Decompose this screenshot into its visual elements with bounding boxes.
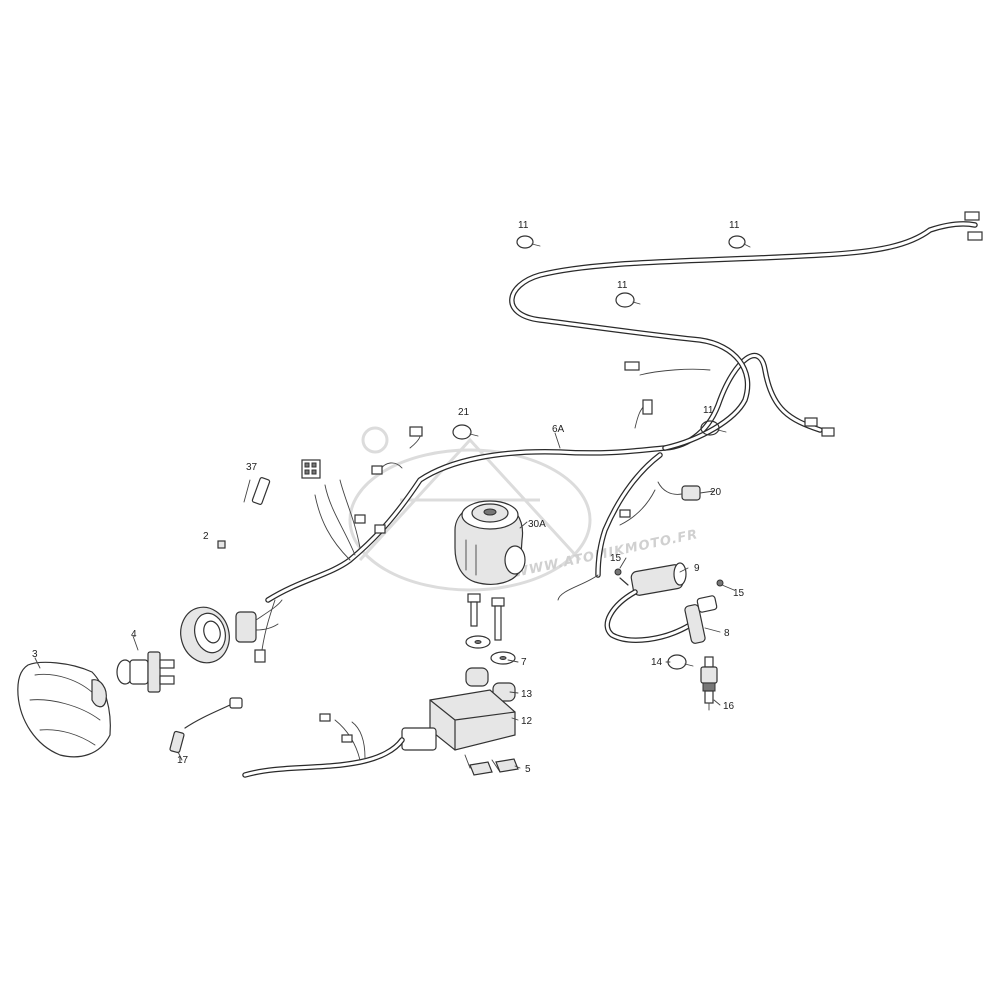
connector-small xyxy=(619,509,631,518)
connector-small xyxy=(374,524,386,534)
callout-3: 3 xyxy=(32,649,38,660)
mounting-clips xyxy=(469,758,519,776)
callout-9: 9 xyxy=(694,563,700,574)
callout-14: 14 xyxy=(651,657,663,668)
callout-20: 20 xyxy=(710,487,722,498)
sensor xyxy=(169,697,243,761)
connector-small xyxy=(371,465,383,475)
screw xyxy=(614,568,622,576)
callout-5: 5 xyxy=(525,764,531,775)
ignition-coil xyxy=(614,562,724,601)
callout-16: 16 xyxy=(723,701,735,712)
callout-11: 11 xyxy=(729,220,740,231)
cable-tie-21 xyxy=(452,424,472,440)
callout-21: 21 xyxy=(458,407,470,418)
callout-11: 11 xyxy=(518,220,529,231)
connector-small xyxy=(354,514,366,524)
cable-tie-11 xyxy=(700,420,720,436)
cable-tie-11 xyxy=(516,235,534,249)
main-wiring-harness xyxy=(261,221,978,651)
connector-small xyxy=(624,361,640,371)
cable-tie-14 xyxy=(667,654,687,670)
relay xyxy=(657,481,701,501)
connector-small xyxy=(821,427,835,437)
connector-small xyxy=(804,417,818,427)
ignition-switch xyxy=(454,500,526,585)
callout-8: 8 xyxy=(724,628,730,639)
callout-12: 12 xyxy=(521,716,533,727)
connector-small xyxy=(409,426,423,437)
bolts xyxy=(467,593,505,641)
callout-13: 13 xyxy=(521,689,533,700)
cable-tie-11 xyxy=(728,235,746,249)
screw xyxy=(716,579,724,587)
leader-lines xyxy=(34,432,735,769)
callout-6a: 6A xyxy=(552,424,565,435)
connector-small xyxy=(964,211,980,221)
callout-11: 11 xyxy=(703,405,714,416)
washers xyxy=(465,635,516,665)
fuse xyxy=(243,477,271,505)
connector-small xyxy=(254,649,266,663)
bulb-holder-plug xyxy=(235,599,283,643)
callout-2: 2 xyxy=(203,531,209,542)
callout-15: 15 xyxy=(733,588,745,599)
small-clip xyxy=(217,540,226,549)
connector-small xyxy=(642,399,653,415)
callout-30a: 30A xyxy=(528,519,546,530)
cdi-unit xyxy=(401,689,516,773)
headlight-bulb xyxy=(116,651,175,693)
callout-15: 15 xyxy=(610,553,622,564)
cable-ties xyxy=(452,235,751,670)
headlight xyxy=(17,661,111,758)
cable-tie-11 xyxy=(615,292,635,308)
spark-plug xyxy=(700,656,718,711)
callout-7: 7 xyxy=(521,657,527,668)
callout-17: 17 xyxy=(177,755,189,766)
callout-11: 11 xyxy=(617,280,628,291)
grommets xyxy=(465,667,516,702)
connector-small xyxy=(967,231,983,241)
callout-37: 37 xyxy=(246,462,258,473)
ht-lead xyxy=(604,589,718,644)
headlight-socket xyxy=(180,606,230,664)
callout-labels: 11 11 11 11 21 6A 37 20 30A 2 15 9 15 8 … xyxy=(32,220,745,775)
callout-4: 4 xyxy=(131,629,137,640)
harness-connectors xyxy=(254,211,983,663)
